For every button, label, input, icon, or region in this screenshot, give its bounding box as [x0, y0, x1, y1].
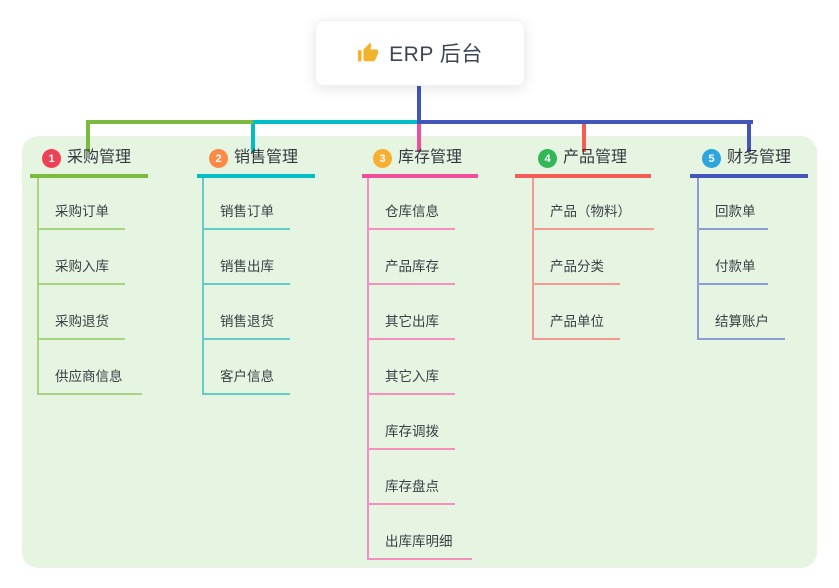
- child-node-label[interactable]: 客户信息: [220, 369, 274, 384]
- child-node-underline: [697, 338, 785, 340]
- child-node-underline: [532, 228, 654, 230]
- connector-drop-3: [417, 120, 421, 152]
- child-node-underline: [202, 283, 290, 285]
- branch-number-badge: 2: [209, 149, 228, 168]
- child-node-label[interactable]: 付款单: [715, 259, 756, 274]
- child-node-underline: [697, 228, 768, 230]
- child-node-underline: [37, 393, 142, 395]
- branch-underline: [197, 174, 315, 178]
- branch-underline: [515, 174, 651, 178]
- child-node-underline: [37, 338, 125, 340]
- child-node-underline: [367, 393, 455, 395]
- child-node-underline: [202, 393, 290, 395]
- branch-number-badge: 1: [42, 149, 61, 168]
- child-node-underline: [532, 338, 620, 340]
- child-node-label[interactable]: 销售订单: [220, 204, 274, 219]
- branch-number-badge: 3: [373, 149, 392, 168]
- child-node-label[interactable]: 采购入库: [55, 259, 109, 274]
- connector-bus-middle: [253, 120, 419, 124]
- thumbs-up-icon: [358, 42, 379, 62]
- child-node-underline: [37, 228, 125, 230]
- child-node-underline: [697, 283, 768, 285]
- child-node-label[interactable]: 采购退货: [55, 314, 109, 329]
- branch-title-4[interactable]: 产品管理: [563, 149, 628, 166]
- branches-panel: [22, 136, 817, 568]
- child-node-underline: [367, 283, 455, 285]
- root-node-label: ERP 后台: [389, 43, 483, 66]
- branch-number-badge: 4: [538, 149, 557, 168]
- child-node-label[interactable]: 销售退货: [220, 314, 274, 329]
- child-node-underline: [367, 338, 455, 340]
- child-node-label[interactable]: 采购订单: [55, 204, 109, 219]
- branch-title-3[interactable]: 库存管理: [398, 149, 463, 166]
- child-node-underline: [367, 228, 455, 230]
- child-node-label[interactable]: 库存盘点: [385, 479, 439, 494]
- connector-bus-left: [86, 120, 255, 124]
- child-node-label[interactable]: 产品单位: [550, 314, 604, 329]
- children-connector-line: [202, 177, 204, 395]
- child-node-label[interactable]: 其它入库: [385, 369, 439, 384]
- child-node-underline: [367, 503, 455, 505]
- child-node-label[interactable]: 产品库存: [385, 259, 439, 274]
- branch-underline: [30, 174, 148, 178]
- connector-root-drop: [417, 85, 421, 122]
- children-connector-line: [697, 177, 699, 340]
- branch-number-badge: 5: [702, 149, 721, 168]
- child-node-label[interactable]: 回款单: [715, 204, 756, 219]
- children-connector-line: [532, 177, 534, 340]
- child-node-label[interactable]: 仓库信息: [385, 204, 439, 219]
- child-node-label[interactable]: 其它出库: [385, 314, 439, 329]
- child-node-underline: [202, 338, 290, 340]
- child-node-label[interactable]: 产品分类: [550, 259, 604, 274]
- child-node-underline: [367, 448, 455, 450]
- branch-title-1[interactable]: 采购管理: [67, 149, 132, 166]
- root-node-erp[interactable]: ERP 后台: [315, 20, 525, 86]
- child-node-underline: [37, 283, 125, 285]
- branch-underline: [362, 174, 478, 178]
- branch-title-5[interactable]: 财务管理: [727, 149, 792, 166]
- connector-drop-4: [582, 120, 586, 152]
- connector-drop-5: [747, 120, 751, 152]
- connector-drop-2: [251, 120, 255, 152]
- child-node-label[interactable]: 出库库明细: [385, 534, 453, 549]
- child-node-underline: [532, 283, 620, 285]
- child-node-label[interactable]: 结算账户: [715, 314, 769, 329]
- child-node-label[interactable]: 供应商信息: [55, 369, 123, 384]
- children-connector-line: [367, 177, 369, 560]
- child-node-underline: [202, 228, 290, 230]
- connector-drop-1: [86, 120, 90, 152]
- branch-underline: [690, 174, 808, 178]
- connector-bus-right: [417, 120, 753, 124]
- child-node-label[interactable]: 产品（物料）: [550, 204, 631, 219]
- branch-title-2[interactable]: 销售管理: [234, 149, 299, 166]
- child-node-label[interactable]: 库存调拨: [385, 424, 439, 439]
- child-node-label[interactable]: 销售出库: [220, 259, 274, 274]
- children-connector-line: [37, 177, 39, 395]
- child-node-underline: [367, 558, 472, 560]
